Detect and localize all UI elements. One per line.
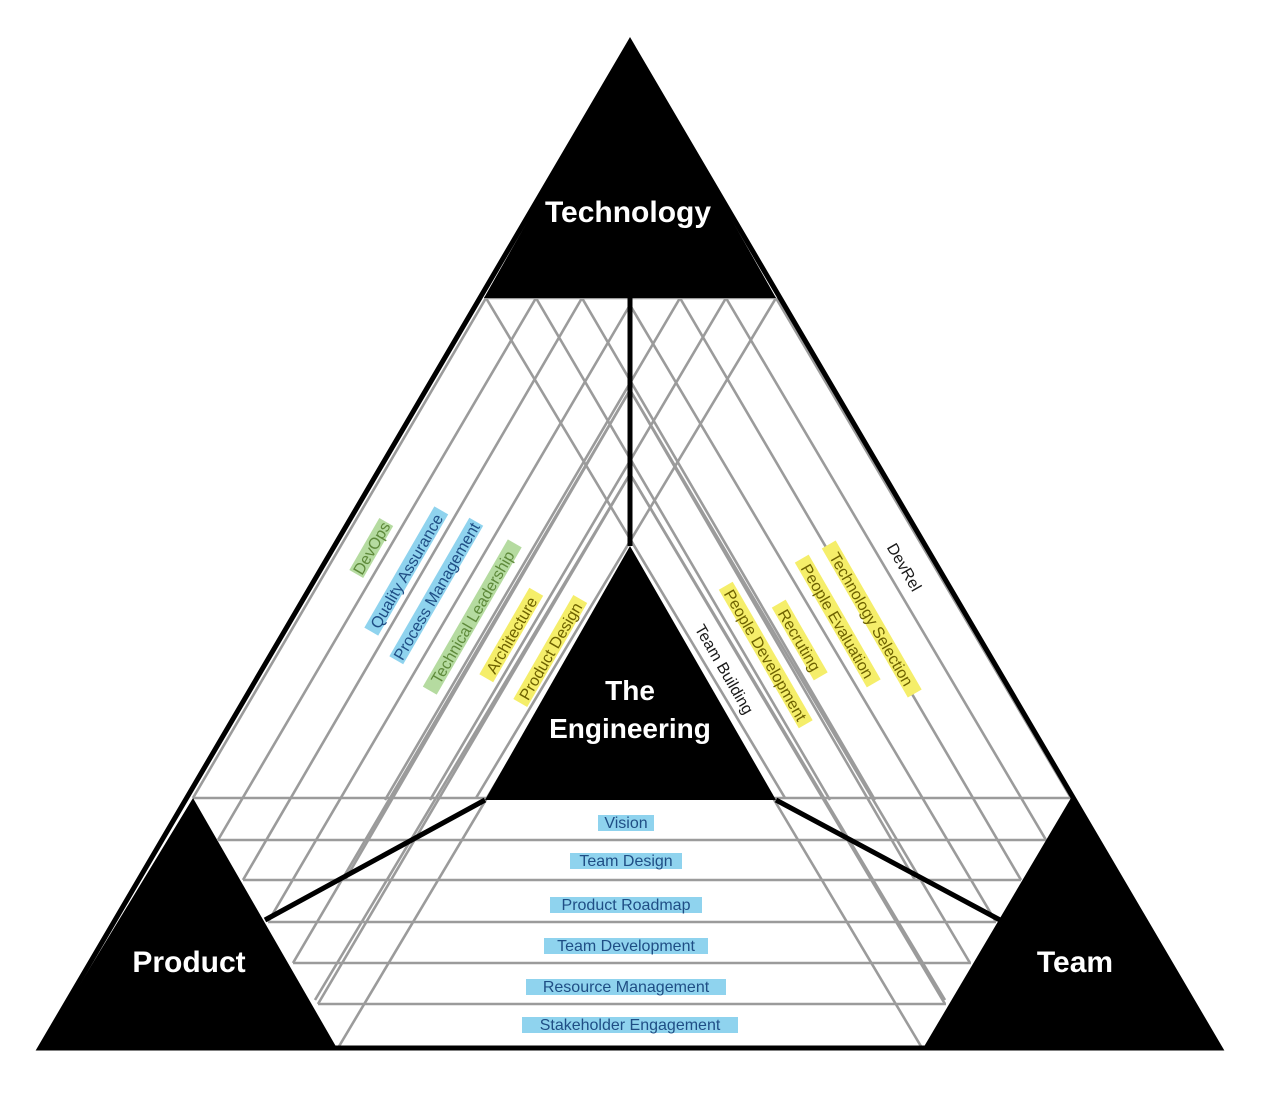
spoke-team: [774, 797, 1002, 923]
outer-triangle: [35, 37, 1225, 1051]
engineering-label-line2: Engineering: [549, 713, 711, 744]
hatch-right-cross: [428, 297, 728, 801]
hatch-right-cross: [313, 473, 632, 1001]
svg-text:Product Roadmap: Product Roadmap: [562, 897, 691, 914]
hatch-left-parallel: [266, 304, 632, 923]
engineering-label-line1: The: [605, 675, 655, 706]
team-corner: [922, 798, 1222, 1050]
svg-text:Stakeholder Engagement: Stakeholder Engagement: [540, 1017, 721, 1034]
hatch-left-parallel: [191, 297, 488, 799]
hatch-left-cross: [484, 297, 787, 799]
bottom-item: Stakeholder Engagement: [522, 1017, 738, 1034]
hatch-left-parallel: [241, 297, 584, 881]
hatch-right-parallel: [724, 297, 1048, 841]
svg-text:Vision: Vision: [604, 815, 647, 832]
bottom-items: Vision Team Design Product Roadmap Team …: [522, 815, 738, 1034]
hatch-right-cross: [474, 297, 778, 799]
hatch-left-parallel: [216, 297, 538, 841]
spoke-product: [263, 797, 487, 923]
left-item: Technical Leadership: [422, 539, 522, 695]
hatch-left-cross: [534, 297, 832, 801]
engineering-center: [485, 546, 776, 800]
bottom-item: Resource Management: [526, 979, 726, 996]
product-corner: [40, 798, 338, 1050]
team-label: Team: [1037, 946, 1113, 979]
right-item: DevRel: [883, 541, 924, 595]
hatch-right-parallel: [628, 304, 998, 923]
svg-text:Team Design: Team Design: [579, 853, 672, 870]
bottom-item: Vision: [598, 815, 654, 832]
svg-text:Team Development: Team Development: [557, 938, 695, 955]
technology-label: Technology: [545, 196, 711, 229]
svg-text:People Development: People Development: [720, 587, 809, 725]
svg-text:Resource Management: Resource Management: [543, 979, 710, 996]
technology-corner: [484, 40, 776, 298]
bottom-item: Team Development: [544, 938, 708, 955]
bottom-item: Team Design: [570, 853, 682, 870]
bottom-item: Product Roadmap: [550, 897, 702, 914]
product-label: Product: [132, 946, 245, 979]
hatch-right-parallel: [628, 389, 972, 964]
svg-text:DevRel: DevRel: [883, 541, 924, 595]
hatch-right-parallel: [628, 473, 947, 1005]
